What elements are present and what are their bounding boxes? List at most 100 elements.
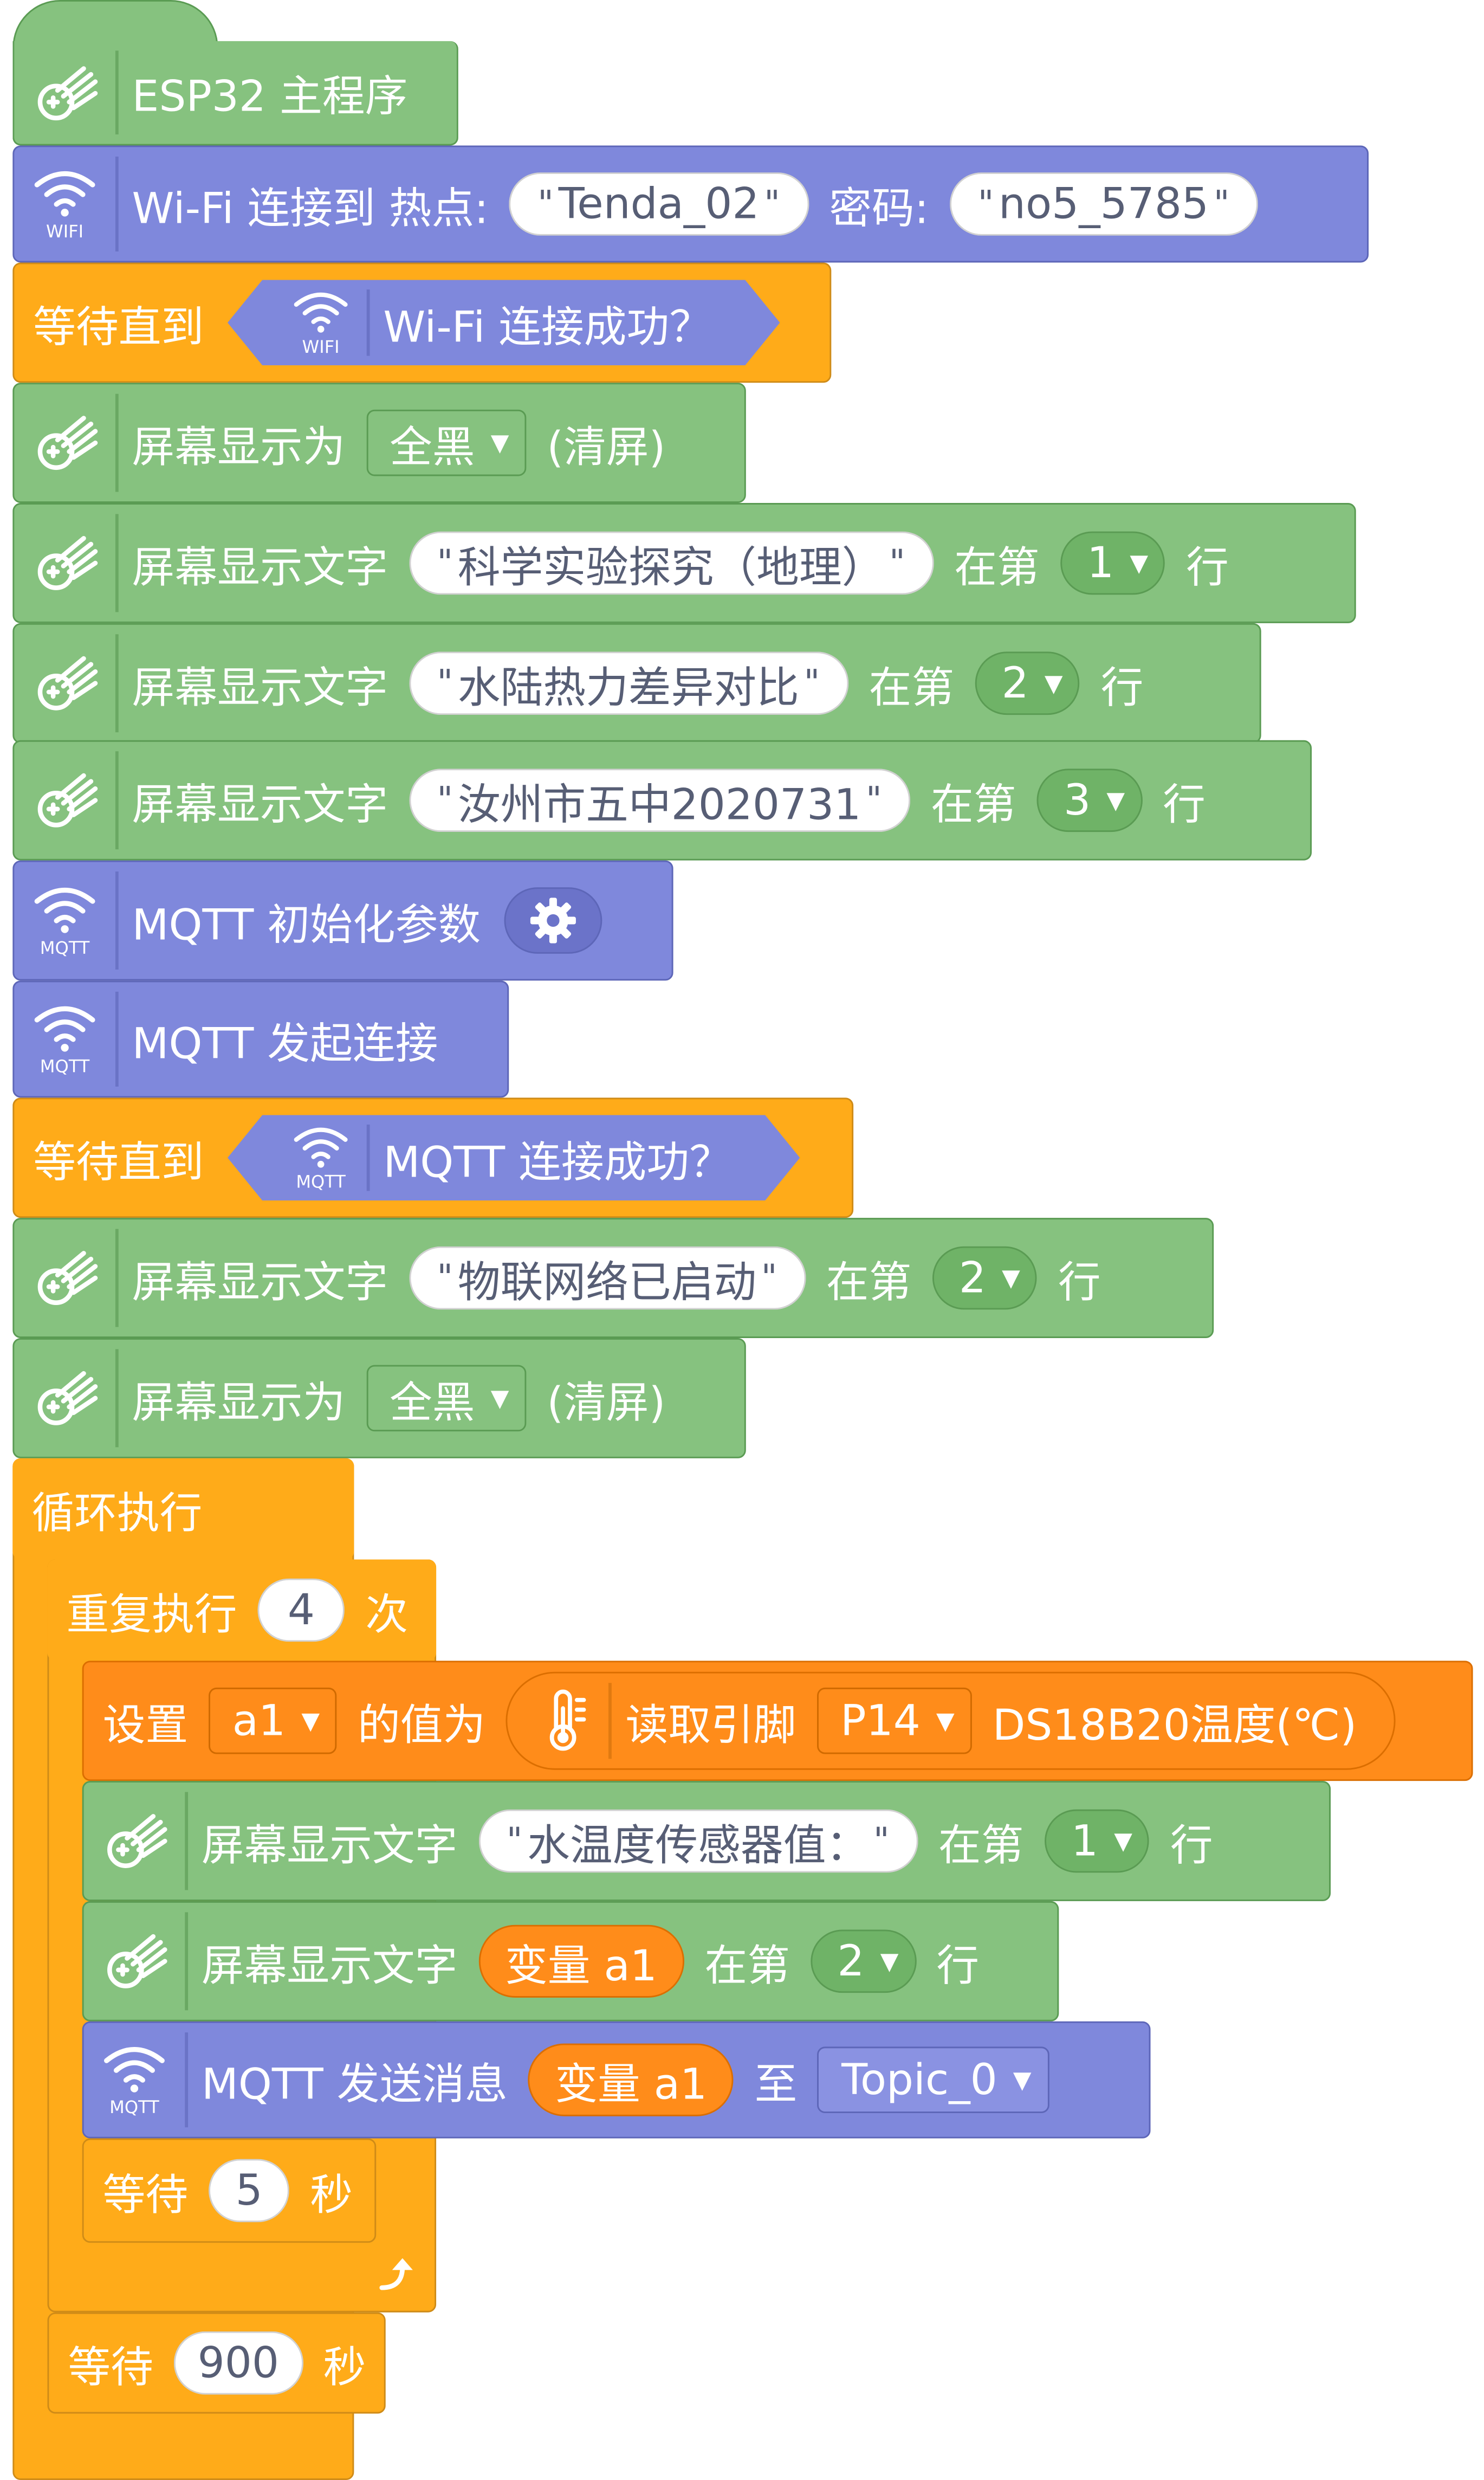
thermometer-icon	[523, 1674, 609, 1768]
mqtt-connected-condition[interactable]: MQTT MQTT 连接成功？	[228, 1115, 800, 1200]
mqtt-send-block[interactable]: MQTT MQTT 发送消息 变量 a1 至 Topic_0▼	[82, 2021, 1151, 2139]
text-input[interactable]: "水温度传感器值："	[478, 1809, 918, 1873]
text-input[interactable]: "汝州市五中2020731"	[409, 768, 911, 832]
divider	[115, 50, 118, 135]
variable-dropdown[interactable]: a1 ▼	[209, 1687, 338, 1754]
dropdown-value: 1	[1087, 538, 1114, 588]
wait-until-label: 等待直到	[33, 302, 204, 352]
variable-reporter[interactable]: 变量 a1	[528, 2043, 734, 2116]
variable-reporter[interactable]: 变量 a1	[478, 1924, 684, 1998]
line-dropdown[interactable]: 1▼	[1044, 1809, 1150, 1873]
quote-mark: "	[437, 663, 453, 703]
chevron-down-icon: ▼	[1106, 786, 1125, 815]
wait-seconds-block[interactable]: 等待 5 秒	[82, 2138, 377, 2243]
line-dropdown[interactable]: 2▼	[932, 1246, 1038, 1310]
chevron-down-icon: ▼	[1013, 2065, 1032, 2094]
set-variable-block[interactable]: 设置 a1▼ 的值为 读取引脚 P14▼ DS18B20温度(℃)	[82, 1661, 1473, 1781]
quote-mark: "	[1213, 184, 1230, 224]
gear-icon[interactable]	[504, 887, 602, 954]
screen-text-block[interactable]: 屏幕显示文字 "汝州市五中2020731" 在第 3▼ 行	[12, 740, 1312, 861]
forever-loop-block[interactable]: 循环执行	[12, 1458, 354, 1560]
divider	[115, 393, 118, 492]
line-dropdown[interactable]: 3▼	[1036, 768, 1143, 832]
mqtt-init-block[interactable]: MQTT MQTT 初始化参数	[12, 860, 673, 981]
screen-text-label: 屏幕显示文字	[132, 543, 388, 592]
dropdown-value: P14	[840, 1696, 921, 1746]
line-dropdown[interactable]: 2▼	[810, 1929, 916, 1993]
screen-text-block[interactable]: 屏幕显示文字 "物联网络已启动" 在第 2▼ 行	[12, 1218, 1214, 1338]
esp32-main-hat-block[interactable]: ESP32 主程序	[12, 41, 458, 146]
seconds-value: 900	[197, 2338, 279, 2388]
mqtt-connect-block[interactable]: MQTT MQTT 发起连接	[12, 980, 509, 1098]
screen-fill-label: 屏幕显示为	[132, 423, 346, 473]
dropdown-value: a1	[232, 1696, 286, 1746]
divider	[115, 991, 118, 1087]
mqtt-icon-caption: MQTT	[109, 2096, 159, 2117]
divider	[115, 1229, 118, 1327]
repeat-loop-block[interactable]: 重复执行 4 次	[47, 1559, 437, 1661]
screen-text-block[interactable]: 屏幕显示文字 "水温度传感器值：" 在第 1▼ 行	[82, 1781, 1331, 1901]
wait-until-mqtt-block[interactable]: 等待直到 MQTT MQTT 连接成功？	[12, 1097, 854, 1218]
topic-dropdown[interactable]: Topic_0▼	[818, 2046, 1049, 2113]
wifi-icon-caption: WIFI	[46, 221, 84, 242]
repeat-count-input[interactable]: 4	[257, 1578, 345, 1642]
wifi-icon: WIFI	[275, 280, 367, 366]
dropdown-value: 2	[958, 1253, 986, 1303]
wifi-connect-label: Wi-Fi 连接到 热点:	[132, 184, 489, 234]
text-value: 物联网络已启动	[457, 1258, 757, 1308]
clear-suffix: (清屏)	[547, 1378, 666, 1428]
screen-fill-block[interactable]: 屏幕显示为 全黑▼ (清屏)	[12, 1338, 746, 1458]
fill-color-dropdown[interactable]: 全黑▼	[366, 409, 527, 476]
line-dropdown[interactable]: 2▼	[974, 651, 1080, 715]
fill-color-dropdown[interactable]: 全黑▼	[366, 1365, 527, 1432]
at-line-label: 在第	[869, 663, 955, 713]
wait-seconds-block[interactable]: 等待 900 秒	[47, 2312, 386, 2414]
screen-fill-block[interactable]: 屏幕显示为 全黑▼ (清屏)	[12, 383, 746, 503]
mqtt-icon-caption: MQTT	[40, 1056, 90, 1076]
quote-mark: "	[437, 543, 453, 583]
wifi-connected-condition[interactable]: WIFI Wi-Fi 连接成功？	[228, 280, 780, 366]
line-dropdown[interactable]: 1▼	[1060, 531, 1166, 595]
seconds-input[interactable]: 900	[173, 2331, 303, 2395]
quote-mark: "	[873, 1821, 890, 1861]
row-suffix: 行	[1186, 543, 1229, 592]
password-input[interactable]: "no5_5785"	[949, 172, 1258, 236]
screen-text-label: 屏幕显示文字	[201, 1941, 458, 1991]
mqtt-icon: MQTT	[275, 1115, 367, 1200]
screen-text-block[interactable]: 屏幕显示文字 "科学实验探究（地理）" 在第 1▼ 行	[12, 503, 1356, 623]
clear-suffix: (清屏)	[547, 423, 666, 473]
sensor-label: DS18B20温度(℃)	[992, 1701, 1357, 1751]
seconds-value: 5	[235, 2166, 263, 2216]
text-input[interactable]: "水陆热力差异对比"	[409, 651, 848, 715]
text-input[interactable]: "物联网络已启动"	[409, 1246, 806, 1310]
screen-text-block[interactable]: 屏幕显示文字 "水陆热力差异对比" 在第 2▼ 行	[12, 623, 1261, 744]
ssid-input[interactable]: "Tenda_02"	[509, 172, 809, 236]
password-label: 密码:	[829, 184, 929, 234]
divider	[115, 634, 118, 733]
at-line-label: 在第	[826, 1258, 912, 1308]
dropdown-value: 2	[837, 1936, 865, 1986]
at-line-label: 在第	[938, 1821, 1024, 1871]
divider	[115, 751, 118, 850]
password-value: no5_5785	[999, 179, 1209, 229]
divider	[115, 156, 118, 252]
wait-until-wifi-block[interactable]: 等待直到 WIFI Wi-Fi 连接成功？	[12, 262, 832, 383]
screen-text-block[interactable]: 屏幕显示文字 变量 a1 在第 2▼ 行	[82, 1901, 1059, 2022]
chevron-down-icon: ▼	[301, 1706, 320, 1735]
value-label: 的值为	[358, 1701, 486, 1751]
seconds-suffix: 秒	[310, 2171, 353, 2220]
mqtt-icon: MQTT	[14, 862, 115, 979]
seconds-input[interactable]: 5	[209, 2159, 290, 2223]
quote-mark: "	[506, 1821, 523, 1861]
temperature-reporter[interactable]: 读取引脚 P14▼ DS18B20温度(℃)	[506, 1671, 1395, 1770]
divider	[185, 2032, 187, 2128]
pin-dropdown[interactable]: P14▼	[816, 1687, 972, 1754]
wifi-connect-block[interactable]: WIFI Wi-Fi 连接到 热点: "Tenda_02" 密码: "no5_5…	[12, 145, 1369, 263]
screen-text-label: 屏幕显示文字	[132, 663, 388, 713]
text-input[interactable]: "科学实验探究（地理）"	[409, 531, 934, 595]
mqtt-icon: MQTT	[14, 982, 115, 1096]
wait-until-label: 等待直到	[33, 1138, 204, 1187]
dropdown-value: 全黑	[390, 1378, 475, 1428]
forever-label: 循环执行	[31, 1489, 203, 1539]
mqtt-icon: MQTT	[84, 2023, 185, 2137]
